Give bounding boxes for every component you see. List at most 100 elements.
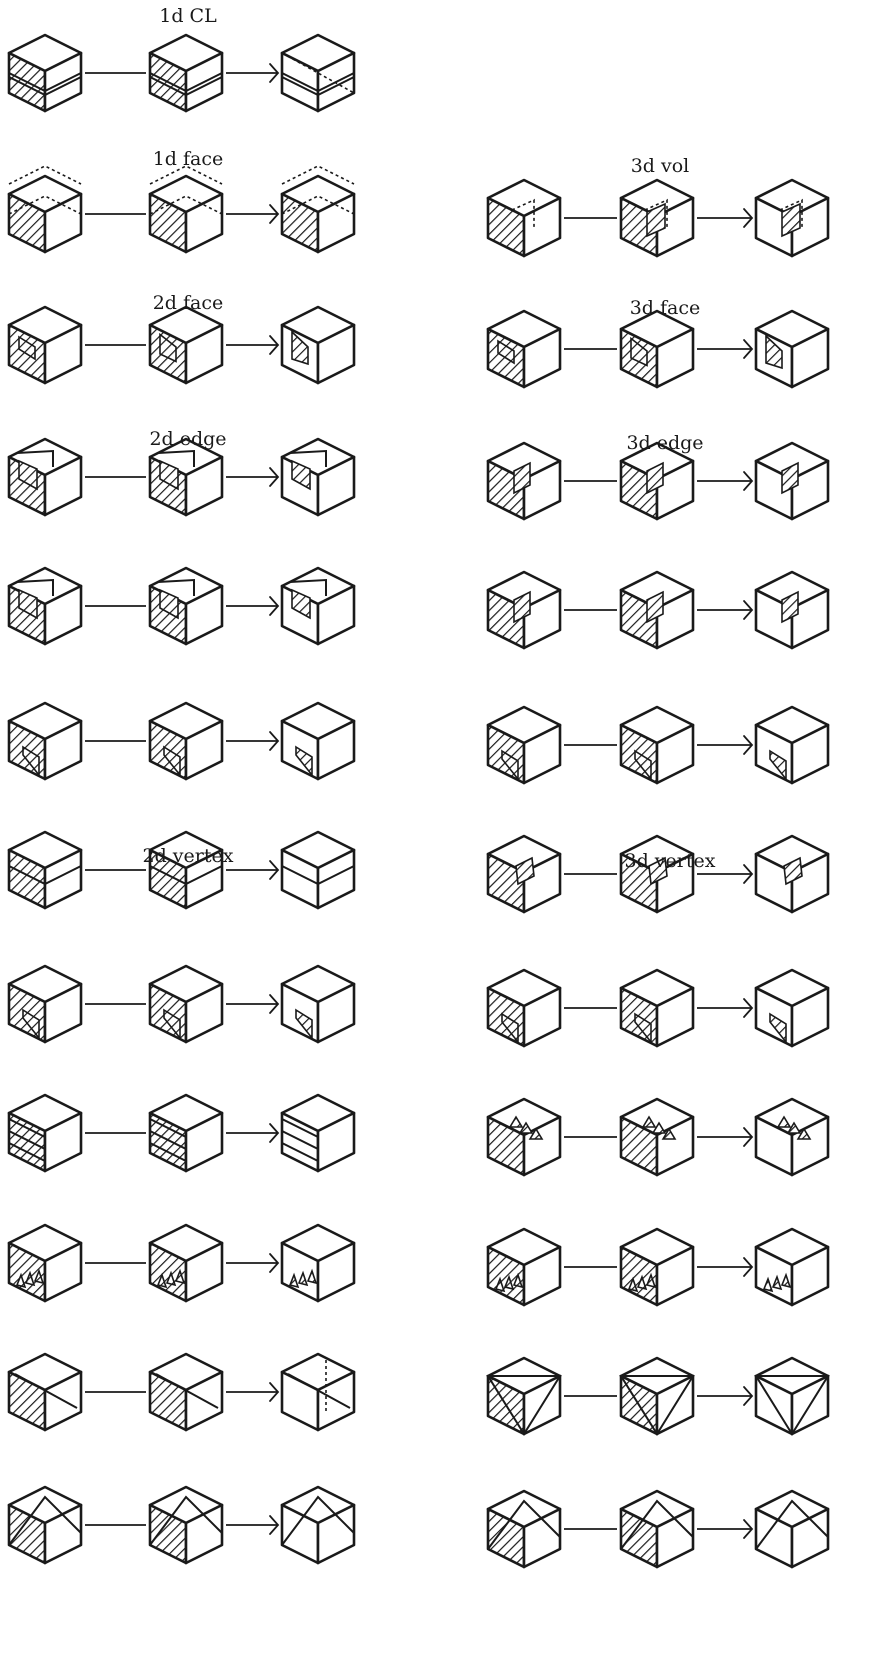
left-row-2-arrow-2 [226,205,278,223]
left-row-10-cube-3 [282,1225,354,1301]
right-row-12-cube-3 [756,1491,828,1567]
left-row-4-cube-2 [150,439,222,515]
cube-diagrams [9,35,828,1567]
left-row-7-cube-3 [282,832,354,908]
left-row-11-cube-1 [9,1354,81,1430]
right-row-7-cube-2 [621,836,693,912]
right-row-4-arrow-2 [697,472,752,490]
left-row-10-cube-1 [9,1225,81,1301]
right-row-4-cube-2 [621,443,693,519]
left-row-10-cube-2 [150,1225,222,1301]
label-3d-face: 3d face [565,297,765,319]
left-row-1-cube-3 [282,35,354,111]
label-3d-vol: 3d vol [560,155,760,177]
right-row-8-cube-3 [756,970,828,1046]
left-row-8-arrow-2 [226,995,278,1013]
label-2d-face: 2d face [88,292,288,314]
right-row-11-arrow-2 [697,1387,752,1405]
label-1d-face: 1d face [88,148,288,170]
right-row-5-cube-1 [488,572,560,648]
right-row-10-arrow-2 [697,1258,752,1276]
right-row-3-cube-3 [756,311,828,387]
left-row-2-cube-1 [9,166,81,252]
right-row-9-arrow-2 [697,1128,752,1146]
left-row-6-cube-3 [282,703,354,779]
right-row-3-cube-2 [621,311,693,387]
right-row-11-cube-2 [621,1358,693,1434]
left-row-11-cube-2 [150,1354,222,1430]
right-row-11-cube-1 [488,1358,560,1434]
right-row-8-cube-2 [621,970,693,1046]
right-row-4-cube-3 [756,443,828,519]
right-row-12-cube-2 [621,1491,693,1567]
right-row-10-cube-1 [488,1229,560,1305]
left-row-12-arrow-2 [226,1516,278,1534]
label-3d-vertex: 3d vertex [570,850,770,872]
left-row-6-cube-2 [150,703,222,779]
left-row-1-cube-2 [150,35,222,111]
left-row-8-cube-2 [150,966,222,1042]
right-row-8-arrow-2 [697,999,752,1017]
left-row-9-cube-3 [282,1095,354,1171]
right-row-3-cube-1 [488,311,560,387]
left-row-9-cube-1 [9,1095,81,1171]
left-row-1-arrow-2 [226,64,278,82]
left-row-7-cube-2 [150,832,222,908]
left-row-6-arrow-2 [226,732,278,750]
right-row-12-arrow-2 [697,1520,752,1538]
left-row-2-cube-2 [150,166,222,252]
right-row-9-cube-2 [621,1099,693,1175]
left-row-7-cube-1 [9,832,81,908]
label-3d-edge: 3d edge [565,432,765,454]
left-row-12-cube-1 [9,1487,81,1563]
left-row-12-cube-3 [282,1487,354,1563]
left-row-4-arrow-2 [226,468,278,486]
right-row-6-cube-2 [621,707,693,783]
right-row-6-cube-3 [756,707,828,783]
left-row-11-arrow-2 [226,1383,278,1401]
right-row-7-cube-1 [488,836,560,912]
left-row-3-cube-3 [282,307,354,383]
right-row-4-cube-1 [488,443,560,519]
left-row-3-arrow-2 [226,336,278,354]
right-row-12-cube-1 [488,1491,560,1567]
left-row-4-cube-1 [9,439,81,515]
right-row-8-cube-1 [488,970,560,1046]
left-row-9-cube-2 [150,1095,222,1171]
right-row-5-cube-2 [621,572,693,648]
right-row-6-arrow-2 [697,736,752,754]
left-row-5-cube-2 [150,568,222,644]
right-row-5-cube-3 [756,572,828,648]
left-row-8-cube-1 [9,966,81,1042]
label-2d-vertex: 2d vertex [88,845,288,867]
right-row-5-arrow-2 [697,601,752,619]
left-row-2-cube-3 [282,166,354,252]
left-row-3-cube-2 [150,307,222,383]
left-row-5-arrow-2 [226,597,278,615]
left-row-12-cube-2 [150,1487,222,1563]
left-row-3-cube-1 [9,307,81,383]
label-2d-edge: 2d edge [88,428,288,450]
left-row-6-cube-1 [9,703,81,779]
left-row-8-cube-3 [282,966,354,1042]
label-1d-cl: 1d CL [88,5,288,27]
left-row-4-cube-3 [282,439,354,515]
left-row-5-cube-1 [9,568,81,644]
right-row-6-cube-1 [488,707,560,783]
right-row-2-cube-2 [621,180,693,256]
right-row-3-arrow-2 [697,340,752,358]
left-row-11-cube-3 [282,1354,354,1430]
right-row-2-cube-1 [488,180,560,256]
right-row-9-cube-1 [488,1099,560,1175]
right-row-10-cube-3 [756,1229,828,1305]
right-row-10-cube-2 [621,1229,693,1305]
right-row-2-arrow-2 [697,209,752,227]
right-row-9-cube-3 [756,1099,828,1175]
right-row-2-cube-3 [756,180,828,256]
right-row-11-cube-3 [756,1358,828,1434]
right-row-7-cube-3 [756,836,828,912]
left-row-9-arrow-2 [226,1124,278,1142]
left-row-5-cube-3 [282,568,354,644]
